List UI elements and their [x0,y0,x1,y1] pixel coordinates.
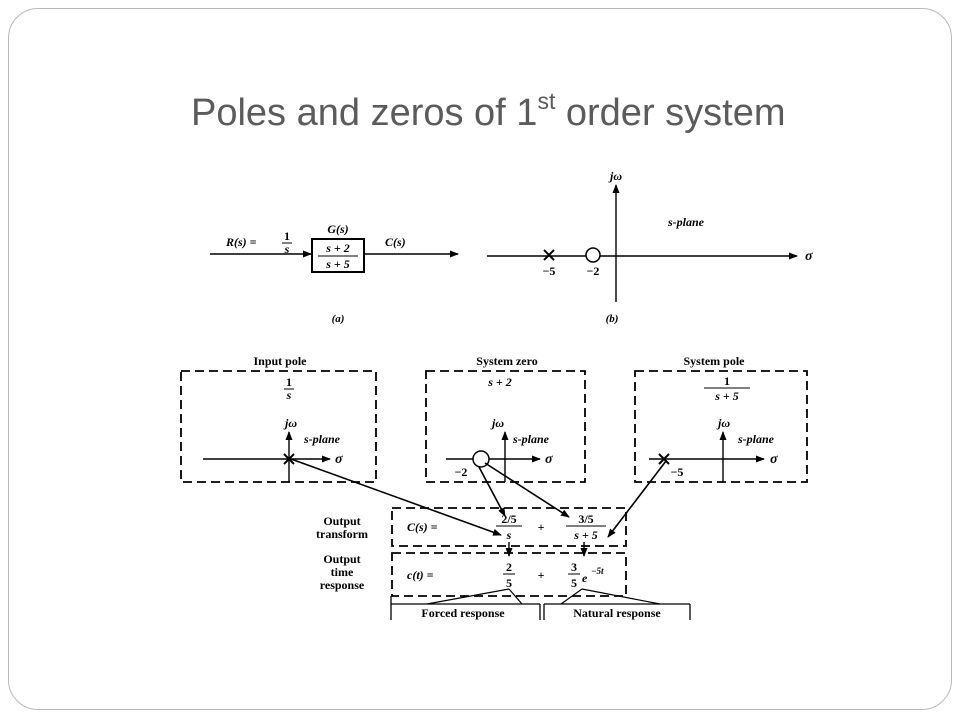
cs-label: C(s) = [407,520,438,534]
system-zero-panel: System zero s + 2 jω s-plane σ −2 [425,354,586,483]
transform-label-line1: Output [323,514,360,528]
arrow-input-pole-to-term1 [290,458,502,536]
output-label: C(s) [385,235,406,249]
time-plus: + [538,568,545,582]
natural-response-label: Natural response [573,606,661,620]
output-transform-row: Output transform C(s) = 2/5 s + 3/5 s + … [316,507,627,547]
arrow-pole-to-term2 [607,460,667,538]
term1-den: s [506,528,512,542]
input-pole-jw-label: jω [283,416,297,430]
transform-box [391,507,627,547]
tf-name: G(s) [327,222,348,236]
system-pole-tick: −5 [671,465,684,479]
slide-frame [8,8,952,710]
input-pole-sigma-label: σ [335,452,343,467]
input-pole-den: s [286,388,292,402]
zero-tick-label: −2 [587,264,600,278]
s-plane-label: s-plane [667,215,705,229]
system-pole-box [634,370,808,483]
input-label: R(s) = [225,235,257,249]
time-label-line2: time [331,565,354,579]
term2-den: s + 5 [573,528,598,542]
resp2-num: 3 [571,560,577,574]
term2-num: 3/5 [578,512,593,526]
time-label-line3: response [320,578,365,592]
pole-tick-label: −5 [543,264,556,278]
transfer-function-block [311,238,365,273]
tf-den: s + 5 [325,257,350,271]
system-zero-tick: −2 [455,465,468,479]
slide-title: Poles and zeros of 1st order system [191,88,786,135]
input-pole-plane-label: s-plane [303,432,341,446]
title-main: Poles and zeros of 1 [191,92,538,134]
input-pole-box [180,370,377,483]
caption-a: (a) [332,313,345,325]
resp1-den: 5 [506,576,512,590]
input-num: 1 [284,229,290,243]
sigma-label: σ [805,249,813,264]
forced-pointer-left [426,588,510,605]
resp2-exp-base: e [582,571,588,585]
system-pole-num: 1 [724,374,730,388]
caption-b: (b) [606,313,619,325]
natural-pointer-left [560,588,583,605]
system-zero-box [425,370,586,483]
output-time-row: Output time response c(t) = 2 5 + 3 5 e … [320,552,627,597]
input-den: s [284,242,290,256]
title-superscript: st [537,88,556,114]
system-zero-expr: s + 2 [487,375,512,389]
input-pole-marker [283,453,295,465]
resp1-num: 2 [506,560,512,574]
ct-label: c(t) = [407,568,434,582]
system-zero-jw-label: jω [490,416,504,430]
zero-marker [585,247,601,263]
connector-arrows [290,458,667,557]
s-plane-diagram: jω s-plane σ −5 −2 (b) [487,169,813,325]
forced-response-label: Forced response [421,606,505,620]
block-diagram: R(s) = 1 s G(s) s + 2 s + 5 C(s) (a) [210,222,459,325]
system-pole-heading: System pole [684,354,746,368]
tf-num: s + 2 [325,241,350,255]
system-pole-jw-label: jω [716,416,730,430]
system-pole-panel: System pole 1 s + 5 jω s-plane σ −5 [634,354,808,483]
time-label-line1: Output [323,552,360,566]
resp2-exponent: −5t [591,566,604,576]
input-pole-panel: Input pole 1 s jω s-plane σ [180,354,377,483]
natural-pointer-right [581,588,661,605]
input-pole-heading: Input pole [253,354,307,368]
arrow-zero-to-term1 [478,466,506,517]
pole-marker [543,249,555,261]
system-pole-den: s + 5 [714,389,739,403]
transform-plus: + [538,520,545,534]
resp2-den: 5 [571,576,577,590]
system-zero-heading: System zero [476,354,537,368]
arrow-zero-to-term2 [484,462,570,518]
forced-pointer-right [508,588,523,605]
response-brackets: Forced response Natural response [390,588,691,620]
system-pole-plane-label: s-plane [737,432,775,446]
system-pole-sigma-label: σ [770,452,778,467]
transform-label-line2: transform [316,527,368,541]
input-pole-num: 1 [286,375,292,389]
system-zero-plane-label: s-plane [512,432,550,446]
title-rest: order system [555,92,786,134]
jw-label: jω [608,169,622,183]
system-pole-marker [658,453,670,465]
system-zero-sigma-label: σ [545,452,553,467]
